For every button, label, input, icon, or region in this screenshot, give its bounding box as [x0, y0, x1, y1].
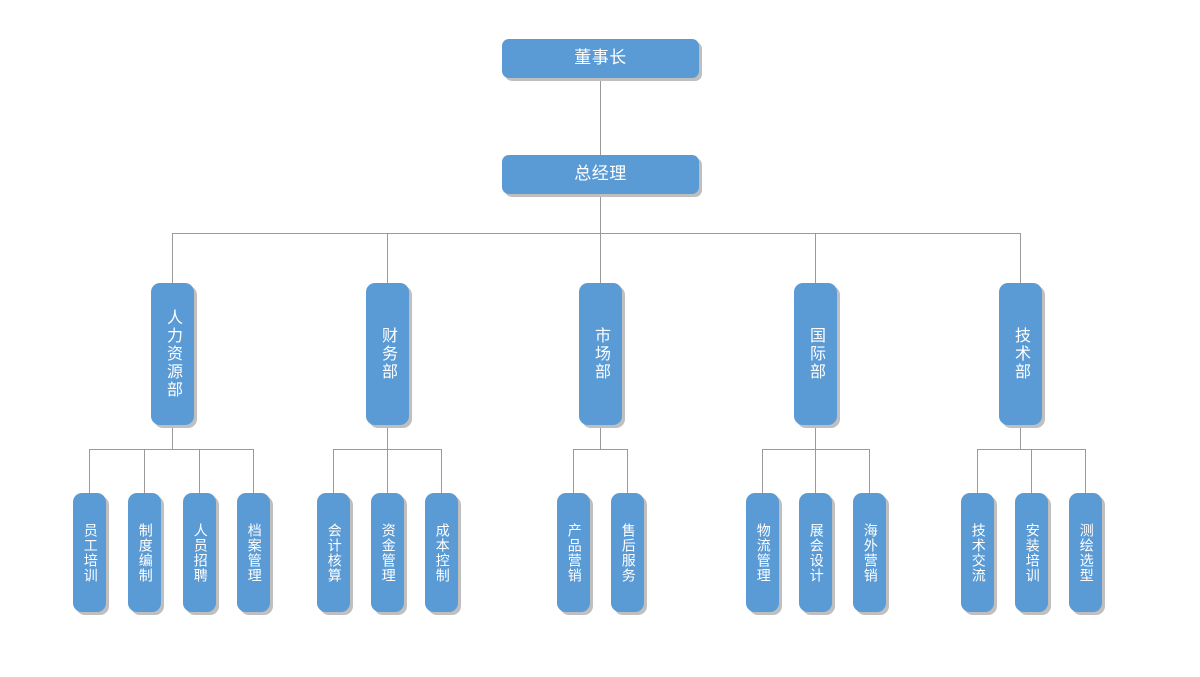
node-unit-marketing-0[interactable]: 产品营销 — [557, 493, 590, 612]
node-unit-hr-1-label: 制度编制 — [136, 522, 153, 583]
node-unit-finance-0-label: 会计核算 — [325, 522, 342, 583]
node-department-technology-label: 技术部 — [1011, 327, 1031, 381]
node-unit-technology-1-label: 安装培训 — [1023, 522, 1040, 583]
node-department-finance-label: 财务部 — [378, 327, 398, 381]
node-unit-international-1[interactable]: 展会设计 — [799, 493, 832, 612]
node-unit-hr-0[interactable]: 员工培训 — [73, 493, 106, 612]
node-department-marketing[interactable]: 市场部 — [579, 283, 622, 425]
node-unit-international-1-label: 展会设计 — [807, 522, 824, 583]
node-unit-hr-3-label: 档案管理 — [245, 522, 262, 583]
node-unit-technology-2[interactable]: 测绘选型 — [1069, 493, 1102, 612]
node-chairman[interactable]: 董事长 — [502, 39, 699, 78]
node-unit-finance-2-label: 成本控制 — [433, 522, 450, 583]
node-department-international-label: 国际部 — [806, 327, 826, 381]
node-unit-finance-0[interactable]: 会计核算 — [317, 493, 350, 612]
node-department-hr-label: 人力资源部 — [163, 309, 183, 399]
node-unit-marketing-1[interactable]: 售后服务 — [611, 493, 644, 612]
node-department-marketing-label: 市场部 — [591, 327, 611, 381]
node-unit-international-2[interactable]: 海外营销 — [853, 493, 886, 612]
node-unit-technology-2-label: 测绘选型 — [1077, 522, 1094, 583]
node-unit-international-2-label: 海外营销 — [861, 522, 878, 583]
node-unit-technology-0[interactable]: 技术交流 — [961, 493, 994, 612]
node-general-manager-label: 总经理 — [574, 164, 627, 185]
node-unit-hr-1[interactable]: 制度编制 — [128, 493, 161, 612]
node-unit-hr-2[interactable]: 人员招聘 — [183, 493, 216, 612]
node-unit-marketing-0-label: 产品营销 — [565, 522, 582, 583]
node-unit-marketing-1-label: 售后服务 — [619, 522, 636, 583]
node-unit-technology-0-label: 技术交流 — [969, 522, 986, 583]
node-unit-hr-0-label: 员工培训 — [81, 522, 98, 583]
node-department-international[interactable]: 国际部 — [794, 283, 837, 425]
node-department-hr[interactable]: 人力资源部 — [151, 283, 194, 425]
node-chairman-label: 董事长 — [574, 48, 627, 69]
node-unit-technology-1[interactable]: 安装培训 — [1015, 493, 1048, 612]
node-unit-finance-1[interactable]: 资金管理 — [371, 493, 404, 612]
node-unit-finance-2[interactable]: 成本控制 — [425, 493, 458, 612]
node-general-manager[interactable]: 总经理 — [502, 155, 699, 194]
node-unit-hr-2-label: 人员招聘 — [191, 522, 208, 583]
node-unit-international-0-label: 物流管理 — [754, 522, 771, 583]
node-department-technology[interactable]: 技术部 — [999, 283, 1042, 425]
node-unit-finance-1-label: 资金管理 — [379, 522, 396, 583]
node-department-finance[interactable]: 财务部 — [366, 283, 409, 425]
node-unit-hr-3[interactable]: 档案管理 — [237, 493, 270, 612]
node-unit-international-0[interactable]: 物流管理 — [746, 493, 779, 612]
